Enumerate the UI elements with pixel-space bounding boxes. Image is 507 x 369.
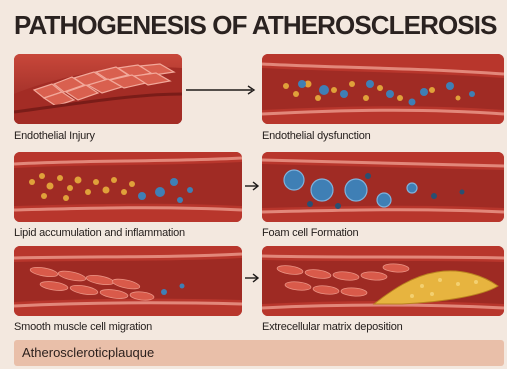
panel-foam-cell (262, 152, 504, 222)
panel-endothelial-injury (14, 54, 182, 124)
caption-lipid-accumulation: Lipid accumulation and inflammation (14, 227, 185, 239)
caption-endothelial-injury: Endothelial Injury (14, 130, 95, 142)
caption-foam-cell: Foam cell Formation (262, 227, 358, 239)
panel-lipid-accumulation (14, 152, 242, 222)
footer-banner: Atheroscleroticplauque (14, 340, 504, 366)
arrow-icon (184, 84, 258, 96)
panel-extracellular-matrix (262, 246, 504, 316)
caption-endothelial-dysfunction: Endothelial dysfunction (262, 130, 371, 142)
panel-endothelial-dysfunction (262, 54, 504, 124)
panel-smooth-muscle (14, 246, 242, 316)
arrow-icon (244, 272, 260, 284)
arrow-icon (244, 180, 260, 192)
caption-smooth-muscle: Smooth muscle cell migration (14, 321, 152, 333)
page-title: PATHOGENESIS OF ATHEROSCLEROSIS (14, 10, 504, 40)
footer-label: Atheroscleroticplauque (22, 345, 154, 360)
caption-extracellular-matrix: Extrecellular matrix deposition (262, 321, 403, 333)
